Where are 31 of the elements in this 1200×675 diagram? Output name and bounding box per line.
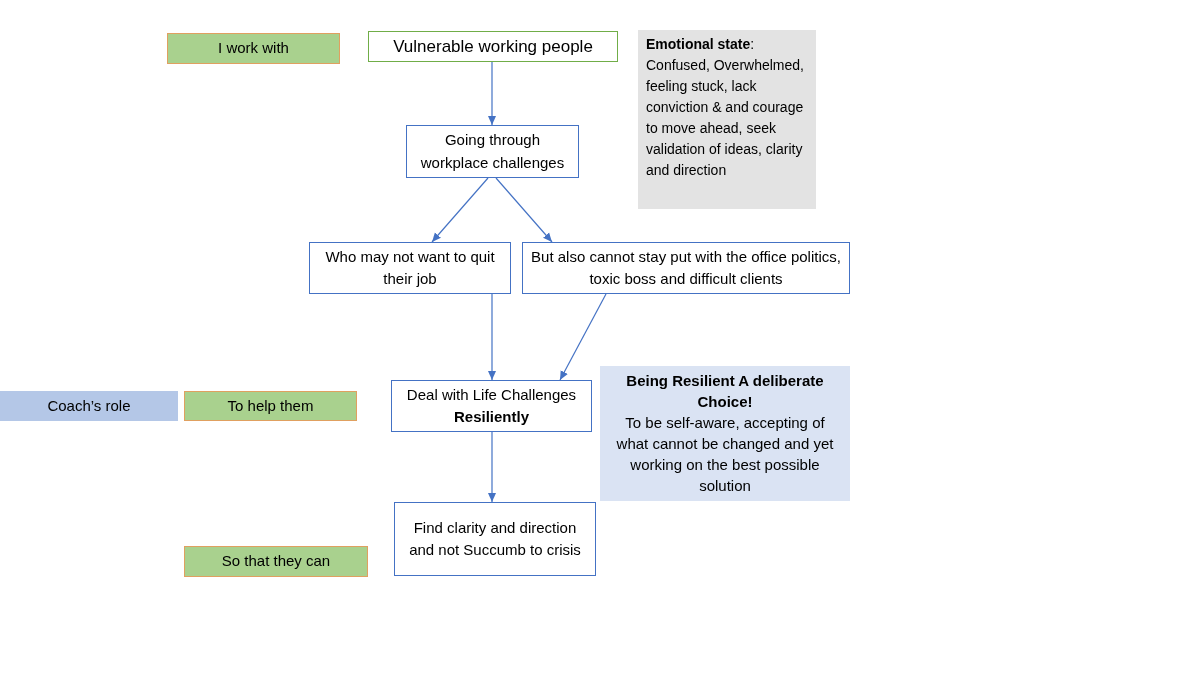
- box-text: Find clarity and direction and not Succumb to crisis: [408, 517, 582, 560]
- process-box: [394, 502, 596, 576]
- note-box: [600, 366, 850, 501]
- box-text: So that they can: [221, 551, 331, 572]
- arrow: [495, 177, 553, 243]
- box-text: Coach’s role: [47, 395, 131, 416]
- start-box: [368, 31, 618, 62]
- arrow: [488, 431, 496, 503]
- process-box: [391, 380, 592, 432]
- arrow: [431, 177, 489, 243]
- process-box: [522, 242, 850, 294]
- process-box: [406, 125, 579, 178]
- box-text: But also cannot stay put with the office politics, toxic boss and difficult clients: [531, 246, 841, 289]
- note-box: [638, 30, 816, 209]
- process-box: [309, 242, 511, 294]
- box-text: Deal with Life Challenges Resiliently: [405, 384, 578, 427]
- label-box: [0, 391, 178, 421]
- box-text: Going through workplace challenges: [419, 130, 566, 173]
- arrow: [559, 293, 607, 381]
- arrow: [488, 61, 496, 126]
- arrow: [488, 293, 496, 381]
- box-text: Who may not want to quit their job: [324, 246, 496, 289]
- box-text: Emotional state: Confused, Overwhelmed, feeling stuck, lack conviction & and courage to move ahead, seek validation of ideas, clarity and direction: [646, 35, 805, 180]
- box-text: To be self-aware, accepting of what cannot be changed and yet working on the best possible solution: [615, 413, 835, 496]
- box-text: Vulnerable working people: [393, 35, 593, 58]
- box-text: I work with: [218, 38, 289, 59]
- note-heading: Being Resilient A deliberate Choice!: [625, 371, 825, 412]
- label-box: [167, 33, 340, 64]
- box-text: To help them: [227, 395, 314, 416]
- label-box: [184, 391, 357, 421]
- label-box: [184, 546, 368, 577]
